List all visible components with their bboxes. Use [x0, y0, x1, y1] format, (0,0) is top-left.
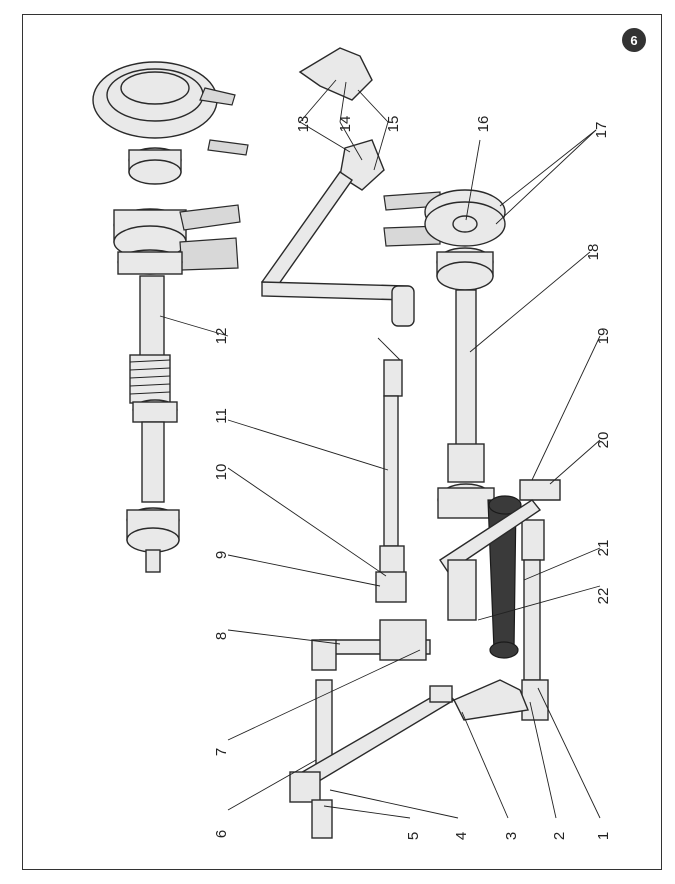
label-11: 11	[213, 408, 230, 424]
label-3: 3	[503, 832, 520, 840]
label-4: 4	[453, 832, 470, 840]
label-19: 19	[595, 328, 612, 345]
lever-linkage-upper	[260, 47, 415, 397]
label-21: 21	[595, 540, 612, 557]
label-12: 12	[213, 328, 230, 345]
label-10: 10	[213, 464, 230, 481]
label-13: 13	[295, 116, 312, 133]
label-2: 2	[551, 832, 568, 840]
label-1: 1	[595, 832, 612, 840]
label-20: 20	[595, 432, 612, 449]
label-9: 9	[213, 551, 230, 559]
label-22: 22	[595, 588, 612, 605]
label-15: 15	[385, 116, 402, 133]
label-7: 7	[213, 748, 230, 756]
secondary-shaft-assembly	[383, 189, 506, 519]
leader-lines	[159, 79, 601, 819]
label-5: 5	[405, 832, 422, 840]
figure-badge-text: 6	[630, 33, 637, 48]
label-18: 18	[585, 244, 602, 261]
label-17: 17	[593, 122, 610, 139]
label-6: 6	[213, 830, 230, 838]
figure-frame	[22, 14, 662, 870]
part-labels: 1 2 3 4 5 6 7 8 9 10 11 12 13 14 15 16 1…	[213, 116, 612, 841]
feed-linkage-lower	[289, 559, 529, 839]
connecting-rod-11	[379, 395, 405, 583]
label-16: 16	[475, 116, 492, 133]
figure-badge: 6	[622, 28, 646, 52]
label-14: 14	[337, 116, 354, 133]
label-8: 8	[213, 632, 230, 640]
main-shaft-assembly	[92, 61, 249, 573]
